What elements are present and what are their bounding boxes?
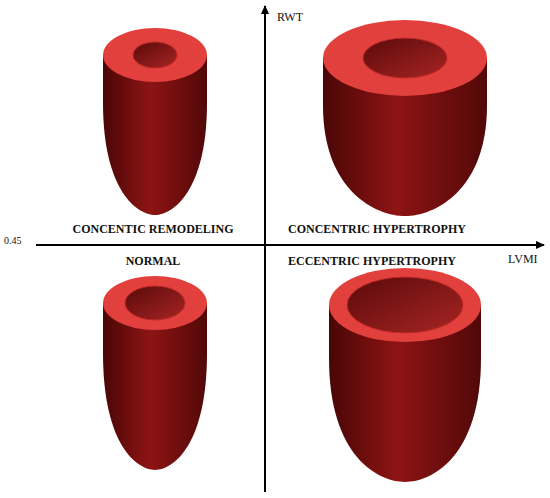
ventricle-wall [103, 276, 207, 330]
quadrant-label: CONCENTRIC HYPERTROPHY [288, 222, 466, 236]
ventricle-figure [323, 20, 487, 216]
ventricle-figure [329, 268, 481, 482]
ventricle-wall [323, 20, 487, 96]
threshold-value: 0.45 [4, 234, 22, 248]
quadrant-label: ECCENTRIC HYPERTROPHY [288, 254, 456, 268]
ventricle-figure [103, 276, 207, 470]
ventricle-figure [103, 28, 207, 215]
quadrant-label: CONCENTIC REMODELING [72, 222, 233, 236]
quadrant-label: NORMAL [126, 254, 181, 268]
lvmi-axis [36, 244, 544, 246]
ventricle-cavity [125, 286, 185, 320]
axis-label: RWT [277, 10, 303, 24]
axis-label: LVMI [508, 252, 538, 266]
ventricle-cavity [347, 277, 463, 333]
ventricle-wall [329, 268, 481, 342]
ventricle-cavity [133, 42, 177, 68]
ventricle-cavity [363, 38, 447, 78]
rwt-axis [264, 6, 266, 492]
ventricle-wall [103, 28, 207, 82]
